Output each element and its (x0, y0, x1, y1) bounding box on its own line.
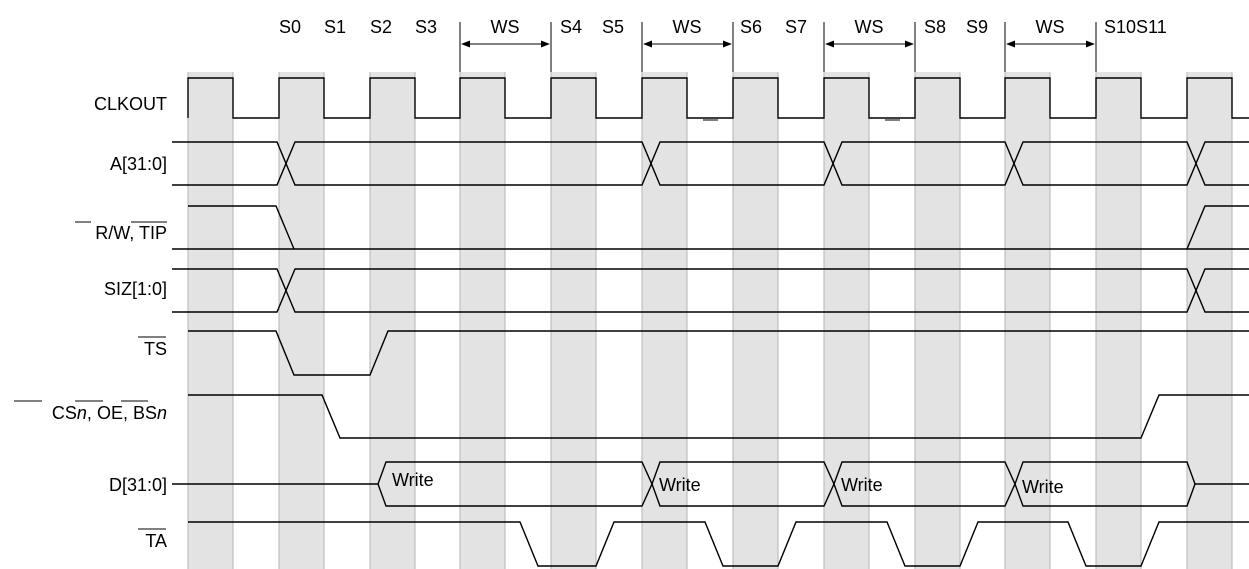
data-bus-waveform (172, 461, 1249, 507)
clkout-label: CLKOUT (94, 94, 167, 114)
state-label: S10S11 (1104, 17, 1167, 37)
state-label: S6 (740, 17, 762, 37)
cs-oe-bs-waveform (188, 394, 1249, 439)
data-value-label: Write (841, 475, 883, 495)
wait-state-label: WS (855, 17, 884, 37)
address-bus-waveform (172, 141, 1249, 186)
rw-tip-label: R/W, TIP (75, 221, 167, 243)
size-bus-label: SIZ[1:0] (104, 279, 167, 299)
clock-high-columns (188, 72, 1232, 569)
ts-waveform (188, 330, 1249, 376)
state-label: S4 (560, 17, 582, 37)
ta-label: TA (138, 528, 167, 551)
svg-text:R/W, TIP: R/W, TIP (95, 223, 167, 243)
clock-edge-gridlines (187, 72, 1233, 569)
wait-state-label: WS (673, 17, 702, 37)
state-labels: S0 S1 S2 S3 S4 S5 S6 S7 S8 S9 S10S11 (279, 17, 1167, 37)
clkout-waveform (187, 77, 1249, 119)
wait-state-markers: WS WS WS WS (459, 17, 1097, 72)
state-label: S3 (415, 17, 437, 37)
wait-state-label: WS (491, 17, 520, 37)
data-value-label: Write (392, 470, 434, 490)
cs-oe-bs-label: CSn, OE, BSn (14, 400, 167, 423)
data-value-label: Write (1022, 477, 1064, 497)
svg-text:TS: TS (144, 339, 167, 359)
data-value-label: Write (659, 475, 701, 495)
svg-text:TA: TA (145, 531, 167, 551)
svg-text:CSn, OE, BSn: CSn, OE, BSn (52, 403, 167, 423)
state-label: S5 (602, 17, 624, 37)
wait-state-label: WS (1036, 17, 1065, 37)
ts-label: TS (138, 336, 167, 359)
size-bus-waveform (172, 268, 1249, 313)
data-bus-label: D[31:0] (109, 475, 167, 495)
rw-tip-waveform (172, 205, 1249, 250)
state-label: S1 (324, 17, 346, 37)
address-bus-label: A[31:0] (110, 154, 167, 174)
state-label: S0 (279, 17, 301, 37)
state-label: S2 (370, 17, 392, 37)
state-label: S9 (966, 17, 988, 37)
state-label: S8 (924, 17, 946, 37)
ta-waveform (188, 521, 1249, 567)
state-label: S7 (785, 17, 807, 37)
